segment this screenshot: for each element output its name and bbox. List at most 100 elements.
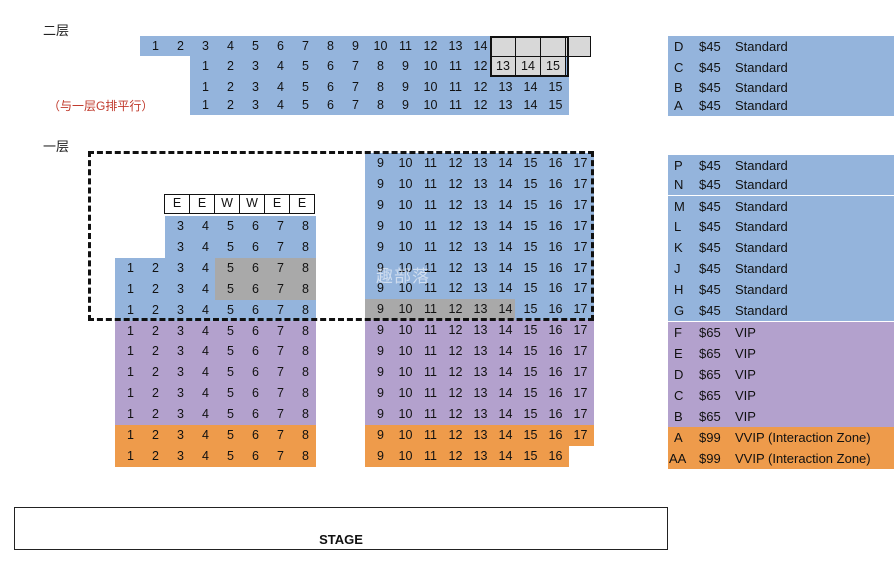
seat[interactable]: 5 [252, 39, 259, 53]
seat[interactable]: 11 [424, 427, 437, 442]
seat[interactable]: 17 [573, 281, 588, 296]
seat[interactable]: 11 [399, 39, 412, 53]
seat[interactable]: 3 [177, 260, 184, 275]
seat[interactable]: 16 [548, 406, 563, 421]
seat[interactable]: 4 [202, 219, 209, 233]
seat[interactable]: 9 [377, 427, 384, 442]
seat[interactable]: 4 [202, 302, 209, 317]
seat[interactable]: 1 [202, 80, 209, 94]
seat[interactable]: 4 [277, 59, 284, 73]
seat[interactable]: 6 [252, 448, 259, 463]
seat[interactable]: 13 [498, 80, 513, 94]
seat[interactable]: 10 [373, 39, 388, 53]
seat[interactable]: 12 [473, 98, 488, 112]
seat[interactable]: 15 [523, 302, 538, 317]
seat[interactable]: 17 [573, 302, 588, 317]
seat[interactable]: 11 [424, 176, 437, 191]
seat[interactable]: 2 [152, 323, 159, 338]
seat[interactable]: 8 [302, 302, 309, 317]
seat[interactable]: 17 [573, 406, 588, 421]
seat[interactable]: 16 [548, 176, 563, 191]
seat[interactable]: 7 [277, 260, 284, 275]
seat[interactable]: 12 [448, 197, 463, 212]
seat[interactable]: 14 [498, 427, 513, 442]
seat[interactable]: 12 [423, 39, 438, 53]
seat[interactable]: 13 [473, 302, 488, 317]
seat[interactable]: 1 [127, 344, 134, 359]
seat[interactable]: 12 [448, 344, 463, 359]
seat[interactable]: 11 [424, 385, 437, 400]
seat[interactable]: 6 [252, 323, 259, 338]
seat[interactable]: 9 [377, 365, 384, 379]
seat[interactable]: 1 [127, 448, 134, 463]
seat[interactable]: 3 [177, 365, 184, 380]
seat[interactable]: 5 [227, 302, 234, 317]
seat[interactable]: 17 [573, 427, 588, 442]
seat[interactable]: 9 [377, 302, 384, 317]
seat[interactable]: 2 [152, 407, 159, 422]
seat[interactable]: 15 [523, 406, 538, 421]
seat[interactable]: 1 [127, 302, 134, 317]
seat[interactable]: 4 [277, 98, 284, 112]
seat[interactable]: 4 [277, 80, 284, 94]
seat[interactable]: 13 [473, 385, 488, 400]
seat[interactable]: 8 [377, 80, 384, 94]
seat[interactable]: 10 [398, 197, 413, 212]
seat[interactable]: 7 [352, 80, 359, 94]
seat[interactable]: 4 [202, 448, 209, 463]
seat[interactable]: 14 [498, 156, 513, 170]
seat[interactable]: 9 [377, 323, 384, 338]
seat[interactable]: 7 [277, 323, 284, 338]
seat[interactable]: 8 [302, 323, 309, 338]
seat[interactable]: 9 [377, 218, 384, 233]
seat[interactable]: 13 [473, 197, 488, 212]
seat[interactable]: 5 [227, 365, 234, 380]
seat[interactable]: 4 [227, 39, 234, 53]
seat[interactable]: 7 [277, 428, 284, 442]
seat[interactable]: 13 [473, 427, 488, 442]
seat[interactable]: 6 [252, 407, 259, 422]
seat[interactable]: 5 [227, 386, 234, 401]
seat[interactable]: 10 [398, 156, 413, 170]
seat[interactable]: 2 [227, 59, 234, 73]
accessible-seat[interactable]: E [289, 194, 315, 214]
seat[interactable]: 7 [277, 239, 284, 254]
seat[interactable]: 4 [202, 239, 209, 254]
seat[interactable]: 3 [177, 428, 184, 442]
seat[interactable]: 6 [252, 365, 259, 380]
seat[interactable]: 14 [498, 365, 513, 379]
seat[interactable]: 10 [398, 218, 413, 233]
seat[interactable]: 9 [377, 448, 384, 463]
seat[interactable]: 13 [473, 239, 488, 254]
seat[interactable]: 17 [573, 344, 588, 359]
seat[interactable]: 13 [498, 98, 513, 112]
seat[interactable]: 16 [548, 260, 563, 275]
seat[interactable]: 17 [573, 156, 588, 170]
seat[interactable]: 3 [252, 98, 259, 112]
seat[interactable]: 4 [202, 407, 209, 422]
seat[interactable]: 8 [302, 386, 309, 401]
seat[interactable]: 3 [252, 59, 259, 73]
seat[interactable]: 12 [448, 385, 463, 400]
seat[interactable]: 13 [473, 448, 488, 463]
seat[interactable]: 15 [548, 80, 563, 94]
seat[interactable]: 17 [573, 176, 588, 191]
seat[interactable]: 5 [302, 98, 309, 112]
seat[interactable]: 8 [377, 59, 384, 73]
seat[interactable]: 12 [448, 281, 463, 296]
seat[interactable]: 4 [202, 260, 209, 275]
seat[interactable]: 2 [152, 281, 159, 296]
seat[interactable]: 7 [352, 59, 359, 73]
seat[interactable]: 14 [523, 80, 538, 94]
seat[interactable]: 13 [473, 323, 488, 338]
seat[interactable]: 13 [473, 406, 488, 421]
seat[interactable]: 11 [424, 281, 437, 296]
seat[interactable]: 4 [202, 323, 209, 338]
seat[interactable]: 8 [302, 219, 309, 233]
seat[interactable]: 11 [424, 365, 437, 379]
seat[interactable]: 9 [377, 239, 384, 254]
seat[interactable]: 10 [423, 80, 438, 94]
seat[interactable]: 12 [448, 260, 463, 275]
seat[interactable]: 5 [302, 80, 309, 94]
seat[interactable]: 16 [548, 448, 563, 463]
